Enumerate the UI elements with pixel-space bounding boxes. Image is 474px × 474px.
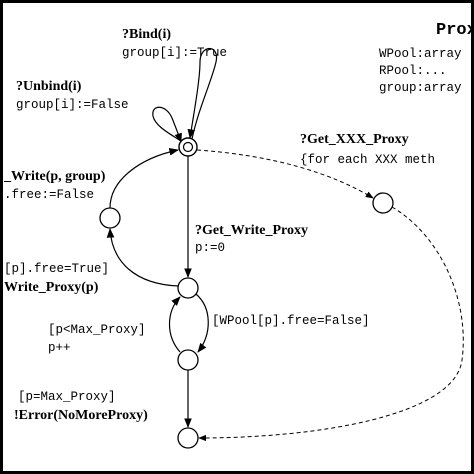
- write-edge: [109, 148, 179, 209]
- proxy-title: Proxy: [436, 21, 474, 40]
- get-xxx-event: ?Get_XXX_Proxy: [300, 132, 409, 147]
- get-write-action: p:=0: [195, 241, 225, 255]
- get-xxx-action: {for each XXX meth: [300, 153, 435, 167]
- state-write: [99, 207, 121, 229]
- write-proxy-event: Write_Proxy(p): [4, 280, 99, 295]
- initial-state-inner: [182, 141, 194, 153]
- free-true-edge: [106, 228, 179, 287]
- unbind-loop: [152, 106, 182, 143]
- free-true-guard: [p].free=True]: [4, 262, 109, 276]
- get-xxx-edge: [196, 149, 374, 199]
- increment-edge: [169, 296, 181, 353]
- error-guard: [p=Max_Proxy]: [18, 390, 116, 404]
- get-write-event: ?Get_Write_Proxy: [195, 223, 308, 238]
- state-xxx: [372, 192, 394, 214]
- state-get-write: [177, 277, 199, 299]
- bind-event: ?Bind(i): [122, 27, 171, 42]
- state-check: [177, 349, 199, 371]
- bind-loop: [187, 47, 218, 140]
- error-event: !Error(NoMoreProxy): [14, 408, 148, 423]
- unbind-action: group[i]:=False: [16, 98, 129, 112]
- increment-action: p++: [48, 341, 71, 355]
- var-group: group:array: [379, 81, 462, 95]
- xxx-to-error-edge: [198, 206, 464, 442]
- state-error: [177, 427, 199, 449]
- increment-guard: [p<Max_Proxy]: [48, 323, 146, 337]
- var-rpool: RPool:...: [379, 64, 447, 78]
- bind-action: group[i]:=True: [122, 46, 227, 60]
- wpool-false-edge: [195, 293, 209, 353]
- write-event: _Write(p, group): [3, 169, 106, 184]
- wpool-false-guard: [WPool[p].free=False]: [212, 314, 370, 328]
- unbind-event: ?Unbind(i): [16, 79, 82, 94]
- write-action: .free:=False: [4, 188, 94, 202]
- var-wpool: WPool:array: [379, 47, 462, 61]
